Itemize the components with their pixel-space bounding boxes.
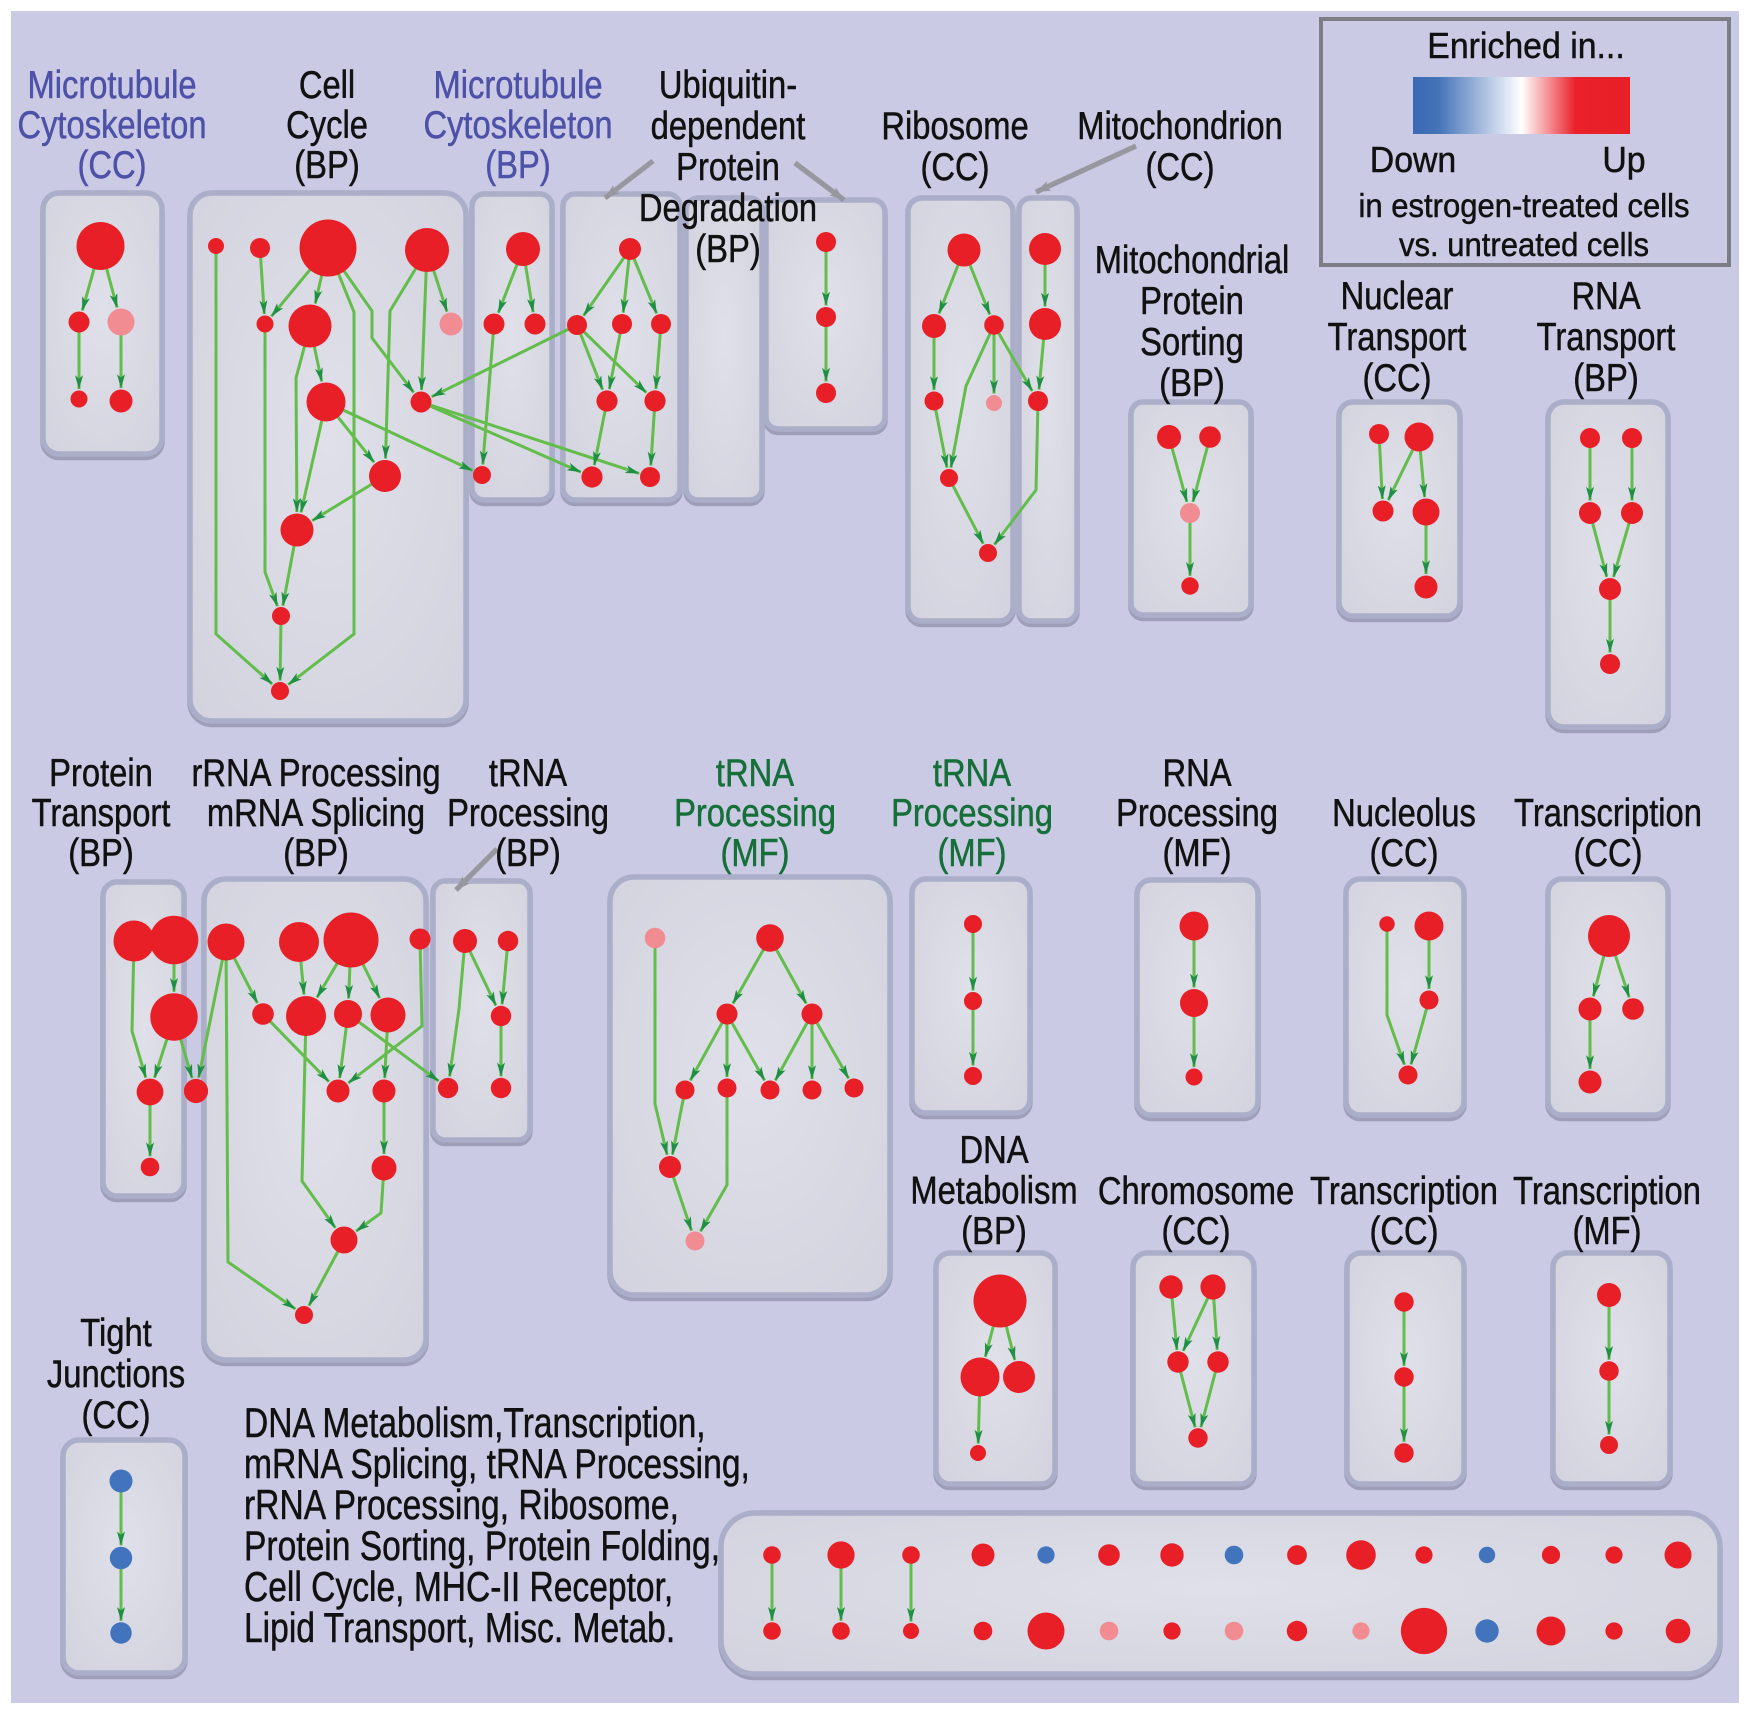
svg-text:Ubiquitin-: Ubiquitin- [659,64,797,107]
svg-text:Enriched in...: Enriched in... [1427,26,1624,66]
svg-text:Down: Down [1370,140,1456,180]
svg-text:in estrogen-treated cells: in estrogen-treated cells [1359,187,1690,224]
svg-text:RNA: RNA [1162,752,1231,795]
svg-text:Transport: Transport [32,792,171,835]
svg-text:Mitochondrion: Mitochondrion [1077,105,1282,148]
svg-text:(CC): (CC) [1369,1210,1438,1253]
svg-text:rRNA Processing: rRNA Processing [191,752,440,795]
svg-text:Cycle: Cycle [286,104,368,147]
svg-text:Microtubule: Microtubule [27,64,196,107]
svg-text:RNA: RNA [1571,275,1640,318]
svg-text:DNA: DNA [959,1129,1028,1172]
svg-text:tRNA: tRNA [933,752,1011,795]
svg-text:Transport: Transport [1537,316,1676,359]
svg-text:Metabolism: Metabolism [910,1169,1077,1212]
svg-text:(BP): (BP) [495,832,560,875]
svg-text:Transcription: Transcription [1310,1170,1498,1213]
svg-text:(BP): (BP) [485,144,550,187]
svg-text:Degradation: Degradation [639,187,817,230]
svg-text:(MF): (MF) [1572,1210,1641,1253]
svg-text:(CC): (CC) [1145,146,1214,189]
svg-text:(MF): (MF) [1162,832,1231,875]
svg-text:(BP): (BP) [961,1210,1026,1253]
svg-text:Tight: Tight [80,1312,152,1355]
svg-text:Chromosome: Chromosome [1098,1170,1294,1213]
svg-text:Mitochondrial: Mitochondrial [1095,239,1290,282]
svg-text:Processing: Processing [1116,792,1278,835]
svg-text:mRNA Splicing, tRNA Processing: mRNA Splicing, tRNA Processing, [244,1442,750,1488]
svg-text:tRNA: tRNA [716,752,794,795]
svg-text:Cytoskeleton: Cytoskeleton [17,104,206,147]
svg-text:(CC): (CC) [81,1394,150,1437]
svg-text:Processing: Processing [674,792,836,835]
svg-text:Transcription: Transcription [1513,1170,1701,1213]
svg-text:Cytoskeleton: Cytoskeleton [423,104,612,147]
svg-text:Up: Up [1602,140,1645,180]
svg-text:Protein: Protein [49,752,153,795]
svg-text:(CC): (CC) [1362,357,1431,400]
svg-text:DNA Metabolism,Transcription,: DNA Metabolism,Transcription, [244,1401,706,1447]
svg-text:Processing: Processing [447,792,609,835]
svg-text:tRNA: tRNA [489,752,567,795]
svg-text:Cell: Cell [299,64,355,107]
svg-text:(BP): (BP) [294,144,359,187]
svg-text:(MF): (MF) [937,832,1006,875]
svg-text:Ribosome: Ribosome [881,105,1028,148]
svg-text:vs. untreated cells: vs. untreated cells [1399,226,1649,263]
svg-text:Processing: Processing [891,792,1053,835]
svg-text:(BP): (BP) [1159,362,1224,405]
svg-text:(CC): (CC) [1573,832,1642,875]
svg-text:(BP): (BP) [695,228,760,271]
svg-text:Nuclear: Nuclear [1341,275,1454,318]
svg-text:mRNA Splicing: mRNA Splicing [207,792,425,835]
svg-text:rRNA Processing, Ribosome,: rRNA Processing, Ribosome, [244,1483,679,1529]
svg-text:Protein: Protein [1140,280,1244,323]
svg-text:(MF): (MF) [720,832,789,875]
svg-text:Transcription: Transcription [1514,792,1702,835]
svg-text:Cell Cycle, MHC-II Receptor,: Cell Cycle, MHC-II Receptor, [244,1565,673,1611]
svg-text:(BP): (BP) [68,832,133,875]
svg-text:Protein: Protein [676,146,780,189]
svg-text:(BP): (BP) [283,832,348,875]
svg-text:Protein Sorting, Protein Foldi: Protein Sorting, Protein Folding, [244,1524,720,1570]
svg-text:(CC): (CC) [77,144,146,187]
svg-text:Microtubule: Microtubule [433,64,602,107]
svg-text:Lipid Transport, Misc. Metab.: Lipid Transport, Misc. Metab. [244,1606,675,1652]
svg-text:Sorting: Sorting [1140,321,1244,364]
svg-text:(BP): (BP) [1573,357,1638,400]
svg-text:(CC): (CC) [1369,832,1438,875]
svg-text:dependent: dependent [651,105,806,148]
svg-text:(CC): (CC) [1161,1210,1230,1253]
svg-text:Transport: Transport [1328,316,1467,359]
svg-text:Nucleolus: Nucleolus [1332,792,1476,835]
svg-text:Junctions: Junctions [47,1353,185,1396]
svg-text:(CC): (CC) [920,146,989,189]
